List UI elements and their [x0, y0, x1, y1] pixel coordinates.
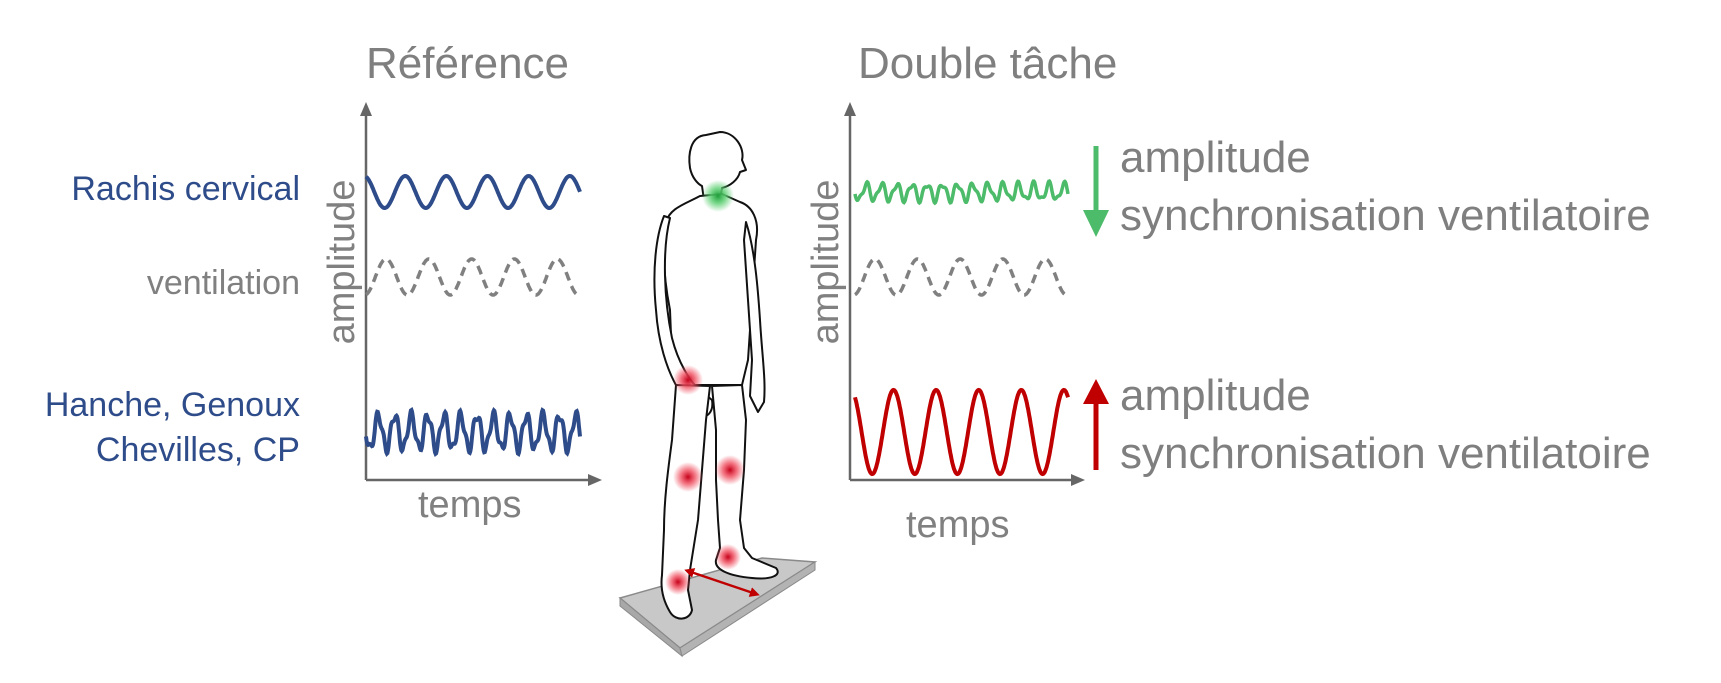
label-rachis-cervical: Rachis cervical: [71, 170, 300, 208]
left-knee-sensor-marker: [673, 462, 703, 492]
decrease-arrow-icon: [1083, 146, 1109, 237]
lower-effect-amplitude: amplitude: [1120, 371, 1311, 420]
cervical-effect-amplitude: amplitude: [1120, 133, 1311, 182]
left-lower-limb-wave: [364, 406, 582, 458]
right-ventilation-wave: [854, 257, 1069, 297]
left-x-axis-label: temps: [418, 484, 522, 526]
label-chevilles-cp: Chevilles, CP: [95, 431, 300, 469]
neck-sensor-marker: [702, 180, 734, 212]
right-axes: [844, 102, 1085, 486]
right-x-axis-label: temps: [906, 504, 1010, 546]
label-hanche-genoux: Hanche, Genoux: [44, 386, 300, 424]
hip-sensor-marker: [673, 365, 703, 395]
lower-effect-synchronisation: synchronisation ventilatoire: [1120, 429, 1651, 478]
right-ankle-sensor-marker: [715, 544, 741, 570]
stance-width-arrow: [684, 568, 760, 597]
left-axes: [360, 102, 602, 486]
left-panel-title: Référence: [366, 39, 570, 88]
cervical-effect-synchronisation: synchronisation ventilatoire: [1120, 191, 1651, 240]
right-cervical-wave: [853, 179, 1070, 206]
left-cervical-wave: [364, 173, 582, 210]
right-panel-title: Double tâche: [858, 39, 1118, 88]
force-platform: [618, 557, 818, 658]
increase-arrow-icon: [1083, 379, 1109, 470]
right-lower-limb-wave: [853, 387, 1070, 477]
label-ventilation: ventilation: [146, 264, 300, 302]
right-knee-sensor-marker: [715, 455, 745, 485]
left-ventilation-wave: [365, 257, 581, 297]
left-ankle-sensor-marker: [665, 569, 691, 595]
